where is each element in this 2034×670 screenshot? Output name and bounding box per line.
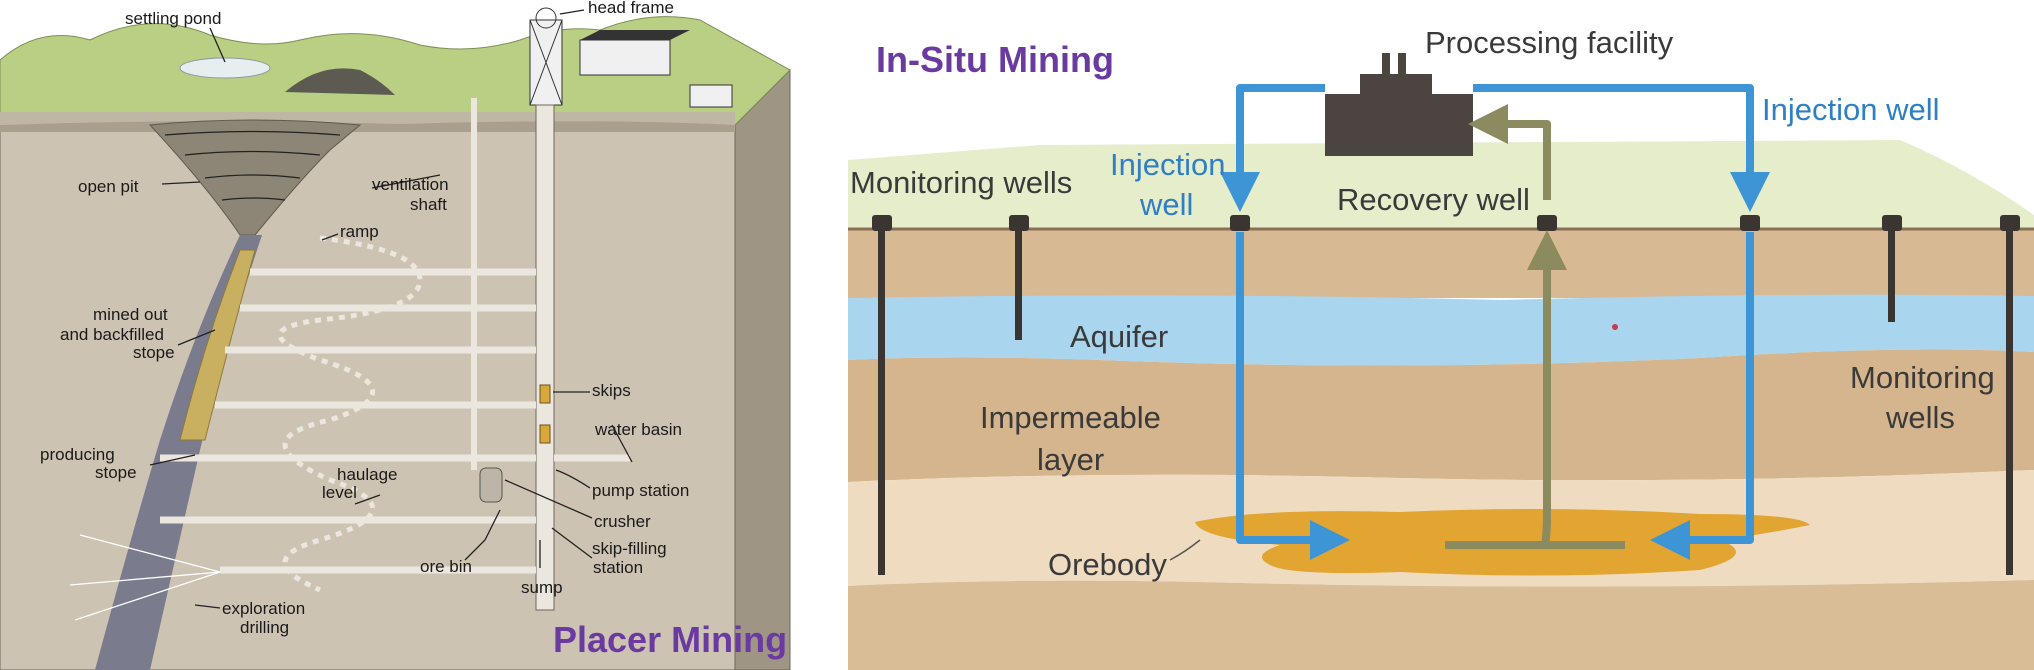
label-skip-filling-line1: skip-filling <box>592 539 667 558</box>
label-open-pit: open pit <box>78 177 139 196</box>
label-impermeable-line2: layer <box>1037 442 1104 477</box>
main-shaft <box>535 104 555 611</box>
label-mined-line3: stope <box>133 343 175 362</box>
label-haulage-line2: level <box>322 483 357 502</box>
left-leader-lines <box>149 9 633 609</box>
waste-pile <box>285 68 395 95</box>
label-sump: sump <box>521 578 563 597</box>
underground-mine-diagram: settling pond head frame open pit ventil… <box>0 0 791 670</box>
label-ramp: ramp <box>340 222 379 241</box>
block-side-face <box>734 68 791 670</box>
label-water-basin: water basin <box>594 420 682 439</box>
label-ventilation-line2: shaft <box>410 195 447 214</box>
label-mined-line2: and backfilled <box>60 325 164 344</box>
deep-layer <box>848 580 2034 670</box>
aquifer-marker-dot <box>1612 324 1618 330</box>
impermeable-layer <box>848 349 2034 482</box>
label-ventilation-line1: ventilation <box>372 175 449 194</box>
ramp <box>277 235 423 593</box>
recovery-flow <box>1445 104 1625 549</box>
open-pit <box>148 119 362 236</box>
well-heads <box>1230 215 1760 231</box>
label-settling-pond: settling pond <box>125 9 221 28</box>
label-producing-line2: stope <box>95 463 137 482</box>
label-haulage-line1: haulage <box>337 465 398 484</box>
crusher-unit <box>479 467 503 503</box>
exploration-drill-holes <box>69 534 221 621</box>
label-skip-filling-line2: station <box>593 558 643 577</box>
label-injection-well-left-line2: well <box>1139 187 1193 222</box>
label-injection-well-left-line1: Injection <box>1110 147 1225 182</box>
aquifer-layer <box>848 294 2034 366</box>
caption-in-situ-mining: In-Situ Mining <box>876 39 1114 80</box>
label-exploration-line2: drilling <box>240 618 289 637</box>
label-processing-facility: Processing facility <box>1425 25 1674 60</box>
label-mined-line1: mined out <box>93 305 168 324</box>
backfilled-stope <box>179 249 256 441</box>
label-exploration-line1: exploration <box>222 599 305 618</box>
label-aquifer: Aquifer <box>1070 319 1168 354</box>
label-injection-well-right: Injection well <box>1762 92 1939 127</box>
orebody-leader <box>1169 539 1201 561</box>
label-orebody: Orebody <box>1048 547 1167 582</box>
label-crusher: crusher <box>594 512 651 531</box>
in-situ-mining-diagram: Processing facility Injection well Injec… <box>848 0 2034 670</box>
label-monitoring-wells-right-line2: wells <box>1885 400 1955 435</box>
haulage-levels <box>160 268 630 574</box>
topsoil-layer <box>848 228 2034 298</box>
monitoring-wells <box>872 215 2020 575</box>
label-monitoring-wells-left: Monitoring wells <box>850 165 1072 200</box>
settling-pond <box>179 57 271 79</box>
label-skips: skips <box>592 381 631 400</box>
label-recovery-well: Recovery well <box>1337 182 1530 217</box>
label-pump-station: pump station <box>592 481 689 500</box>
label-monitoring-wells-right-line1: Monitoring <box>1850 360 1995 395</box>
caption-placer-mining: Placer Mining <box>553 619 787 660</box>
label-producing-line1: producing <box>40 445 115 464</box>
label-ore-bin: ore bin <box>420 557 472 576</box>
processing-facility <box>1325 53 1473 156</box>
head-frame-structure <box>529 7 733 108</box>
skip-lower <box>539 424 551 444</box>
skip-upper <box>539 384 551 404</box>
injection-flow <box>1220 84 1770 560</box>
label-head-frame: head frame <box>588 0 674 17</box>
label-impermeable-line1: Impermeable <box>980 400 1161 435</box>
